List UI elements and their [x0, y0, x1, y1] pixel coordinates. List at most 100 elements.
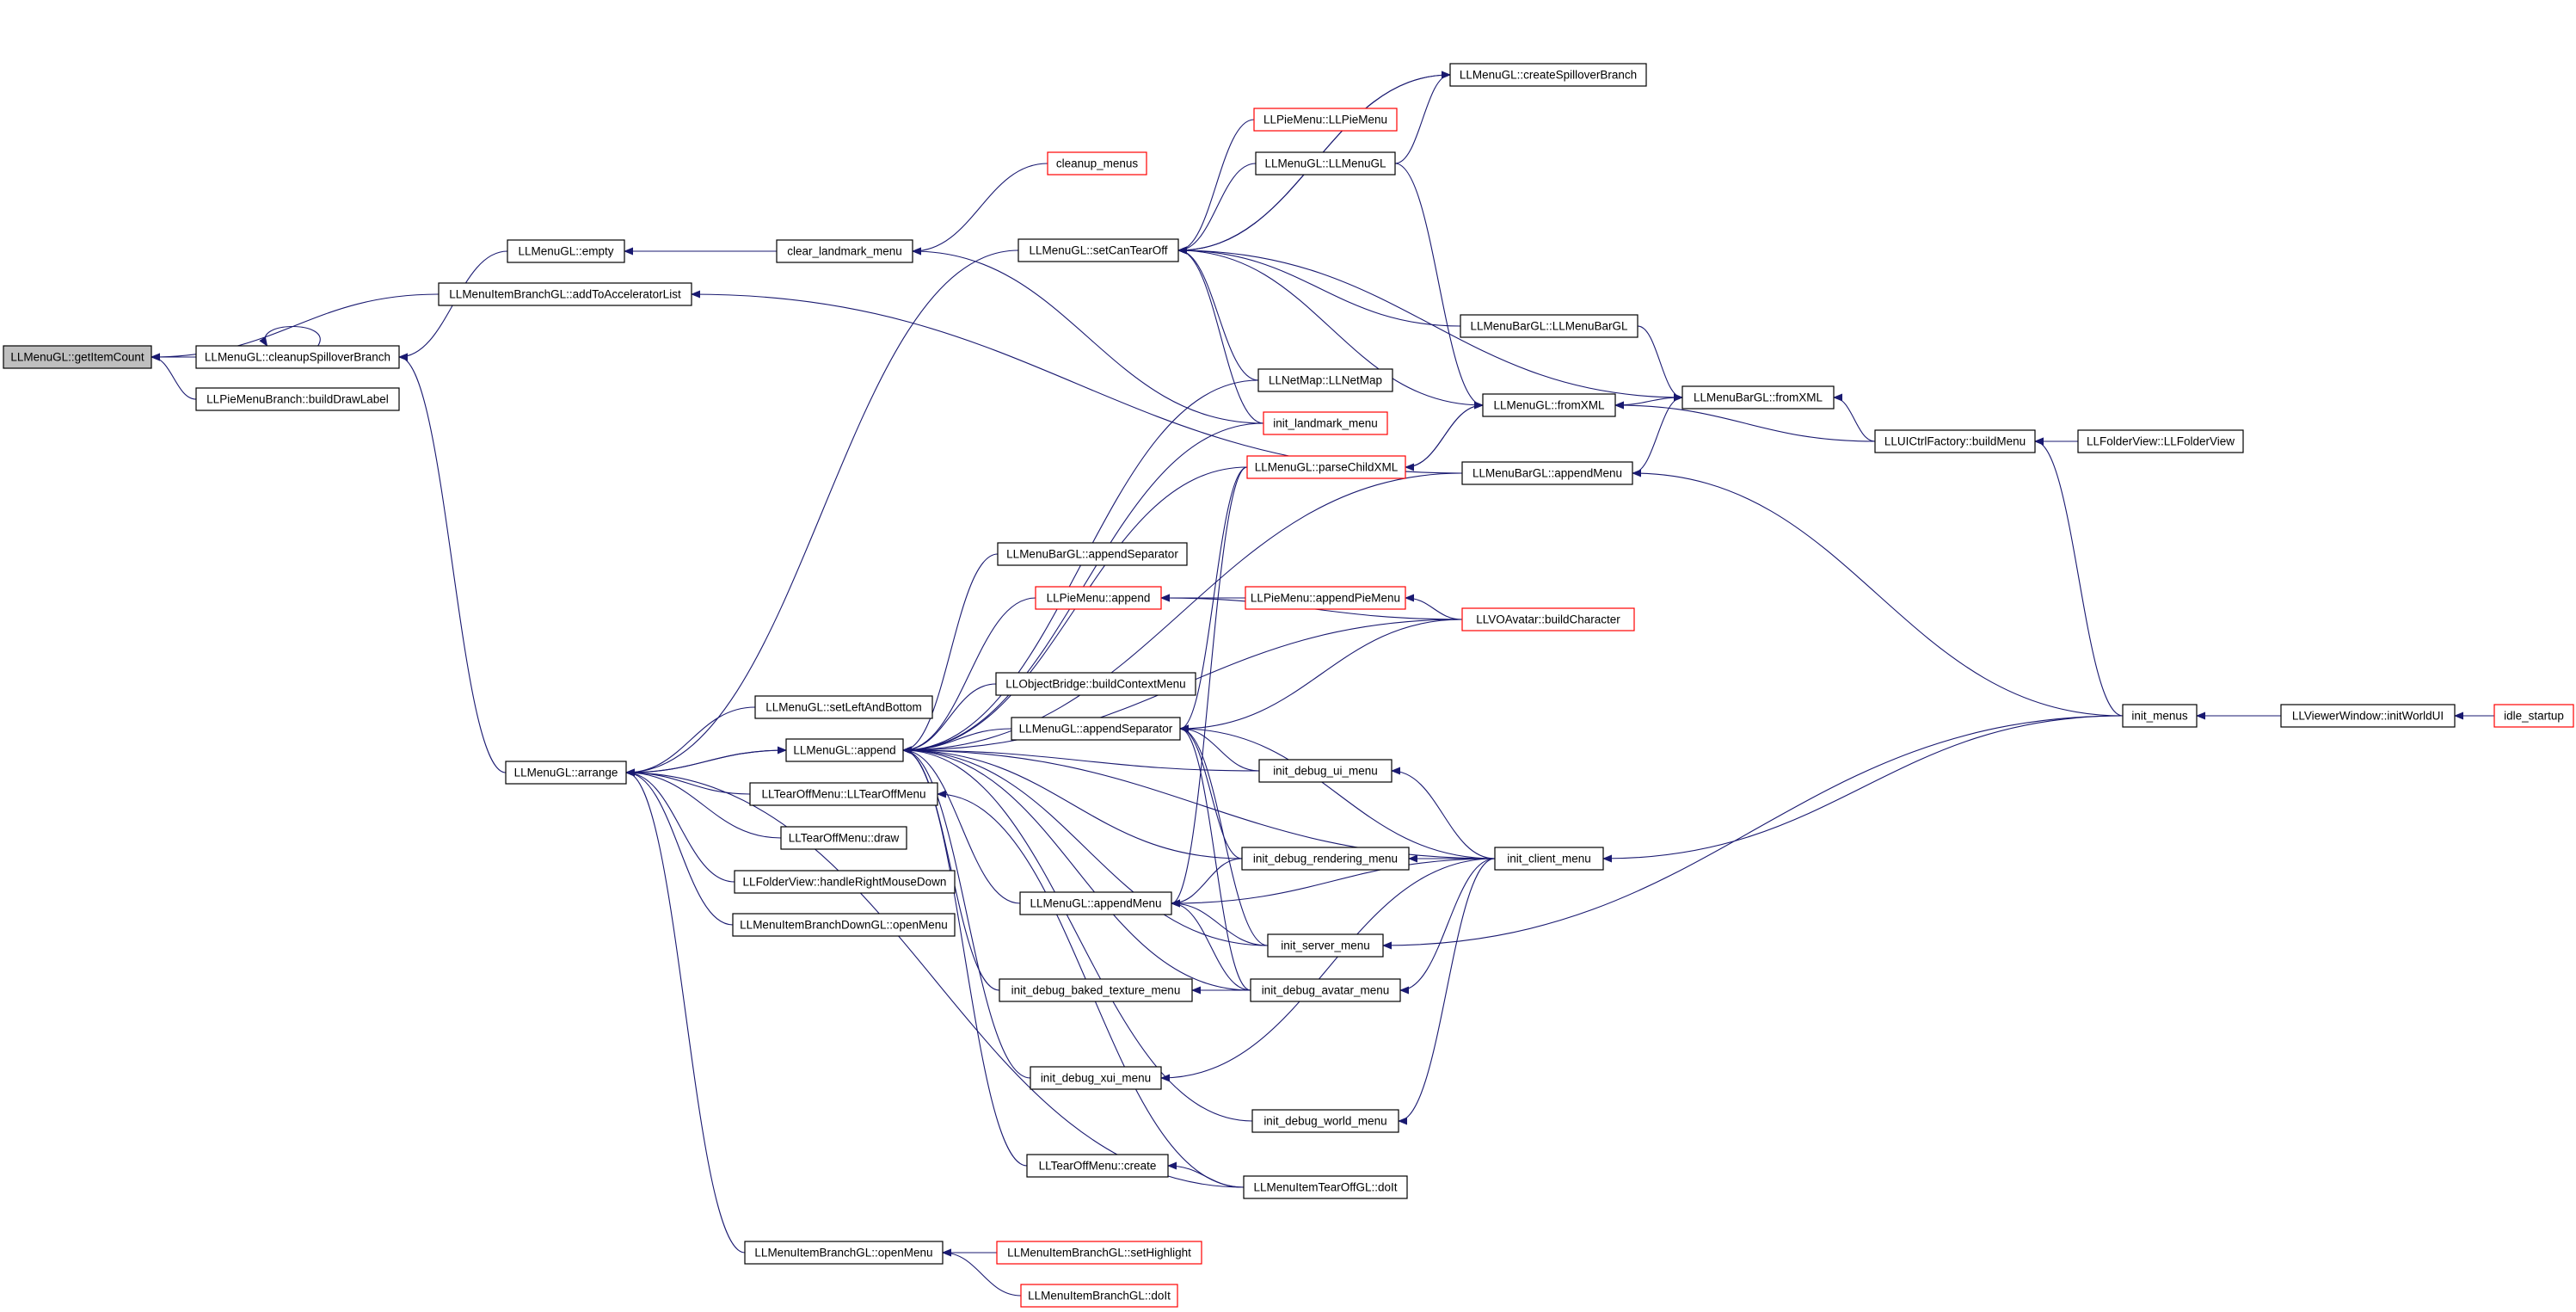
- node-buildCharacter[interactable]: LLVOAvatar::buildCharacter: [1461, 607, 1635, 631]
- node-init_debug_baked[interactable]: init_debug_baked_texture_menu: [999, 978, 1193, 1002]
- edge-line: [1391, 767, 1496, 859]
- node-tearoff_doIt[interactable]: LLMenuItemTearOffGL::doIt: [1243, 1175, 1408, 1199]
- node-box: [749, 782, 938, 806]
- edge-init_menus-to-init_server_menu: [1382, 715, 2124, 950]
- node-label: LLMenuBarGL::appendSeparator: [1006, 548, 1178, 561]
- edge-init_client_menu-to-init_debug_avatar: [1399, 858, 1496, 995]
- node-label: LLMenuGL::LLMenuGL: [1264, 157, 1386, 170]
- edge-appendSeparator-to-append: [902, 728, 1012, 755]
- node-createSpilloverBranch[interactable]: LLMenuGL::createSpilloverBranch: [1449, 63, 1647, 87]
- node-label: LLMenuGL::parseChildXML: [1255, 461, 1399, 474]
- node-init_debug_rendering[interactable]: init_debug_rendering_menu: [1241, 847, 1410, 871]
- node-label: LLMenuItemTearOffGL::doIt: [1253, 1181, 1397, 1194]
- edge-line: [1177, 163, 1257, 255]
- edge-line: [1179, 619, 1463, 733]
- node-label: LLObjectBridge::buildContextMenu: [1005, 678, 1185, 691]
- node-label: init_debug_avatar_menu: [1262, 984, 1390, 997]
- node-setHighlight[interactable]: LLMenuItemBranchGL::setHighlight: [996, 1241, 1202, 1265]
- node-box: [754, 695, 933, 719]
- node-bar_fromXML[interactable]: LLMenuBarGL::fromXML: [1681, 385, 1835, 410]
- node-appendSeparator[interactable]: LLMenuGL::appendSeparator: [1011, 717, 1181, 741]
- node-buildMenu[interactable]: LLUICtrlFactory::buildMenu: [1874, 429, 2036, 453]
- node-label: LLMenuGL::arrange: [514, 767, 618, 779]
- edge-buildContextMenu-to-append: [902, 683, 997, 755]
- node-initWorldUI[interactable]: LLViewerWindow::initWorldUI: [2280, 704, 2456, 728]
- node-buildDrawLabel[interactable]: LLPieMenuBranch::buildDrawLabel: [195, 387, 400, 411]
- node-label: LLMenuBarGL::LLMenuBarGL: [1470, 320, 1628, 333]
- node-init_debug_xui[interactable]: init_debug_xui_menu: [1030, 1066, 1162, 1090]
- node-fromXML[interactable]: LLMenuGL::fromXML: [1482, 393, 1616, 417]
- node-LLFolderView[interactable]: LLFolderView::LLFolderView: [2077, 429, 2244, 453]
- node-LLPieMenu_ctor[interactable]: LLPieMenu::LLPieMenu: [1253, 108, 1398, 132]
- node-tearoff_create[interactable]: LLTearOffMenu::create: [1026, 1154, 1169, 1178]
- node-label: init_landmark_menu: [1273, 417, 1378, 430]
- node-getItemCount[interactable]: LLMenuGL::getItemCount: [3, 345, 152, 369]
- edge-line: [1614, 397, 1683, 410]
- node-empty[interactable]: LLMenuGL::empty: [507, 239, 625, 263]
- node-cleanupSpilloverBranch[interactable]: LLMenuGL::cleanupSpilloverBranch: [195, 345, 400, 369]
- node-tearoff_draw[interactable]: LLTearOffMenu::draw: [780, 826, 907, 850]
- node-box: [1011, 717, 1181, 741]
- edge-init_server_menu-to-appendMenu: [1171, 899, 1269, 946]
- edge-tearoff_create-to-append: [902, 746, 1028, 1167]
- node-LLMenuGL_ctor[interactable]: LLMenuGL::LLMenuGL: [1255, 151, 1396, 176]
- node-LLTearOffMenu[interactable]: LLTearOffMenu::LLTearOffMenu: [749, 782, 938, 806]
- node-arrange[interactable]: LLMenuGL::arrange: [505, 761, 627, 785]
- node-setCanTearOff[interactable]: LLMenuGL::setCanTearOff: [1017, 238, 1179, 262]
- node-label: LLMenuItemBranchGL::doIt: [1028, 1290, 1171, 1303]
- node-label: LLMenuGL::empty: [518, 245, 613, 258]
- node-box: [2280, 704, 2456, 728]
- node-box: [438, 282, 692, 306]
- node-pie_append[interactable]: LLPieMenu::append: [1035, 586, 1162, 610]
- edge-line: [259, 325, 321, 347]
- node-cleanup_menus[interactable]: cleanup_menus: [1047, 151, 1147, 176]
- node-init_debug_ui[interactable]: init_debug_ui_menu: [1258, 759, 1393, 783]
- node-label: LLNetMap::LLNetMap: [1269, 374, 1382, 387]
- node-appendSeparator_bar[interactable]: LLMenuBarGL::appendSeparator: [997, 542, 1188, 566]
- node-buildContextMenu[interactable]: LLObjectBridge::buildContextMenu: [995, 672, 1196, 696]
- node-box: [2493, 704, 2574, 728]
- edge-init_client_menu-to-init_debug_world: [1398, 858, 1496, 1125]
- node-label: LLMenuItemBranchGL::openMenu: [754, 1247, 932, 1260]
- node-init_client_menu[interactable]: init_client_menu: [1494, 847, 1604, 871]
- node-clear_landmark_menu[interactable]: clear_landmark_menu: [776, 239, 913, 263]
- edge-line: [1171, 858, 1243, 908]
- edge-LLNetMap-to-setCanTearOff: [1177, 246, 1259, 381]
- node-box: [1030, 1066, 1162, 1090]
- node-init_debug_world[interactable]: init_debug_world_menu: [1251, 1109, 1399, 1133]
- edge-branch_doIt-to-branch_openMenu: [942, 1248, 1022, 1297]
- node-handleRightMouseDown[interactable]: LLFolderView::handleRightMouseDown: [734, 870, 956, 894]
- edge-buildMenu-to-bar_fromXML: [1833, 393, 1876, 442]
- node-branch_openMenu[interactable]: LLMenuItemBranchGL::openMenu: [744, 1241, 944, 1265]
- node-branch_doIt[interactable]: LLMenuItemBranchGL::doIt: [1020, 1284, 1178, 1308]
- node-init_menus[interactable]: init_menus: [2122, 704, 2198, 728]
- node-LLMenuBarGL_ctor[interactable]: LLMenuBarGL::LLMenuBarGL: [1460, 314, 1638, 338]
- edge-branchDown_openMenu-to-arrange: [625, 768, 734, 926]
- node-LLNetMap[interactable]: LLNetMap::LLNetMap: [1257, 368, 1393, 392]
- node-label: LLPieMenu::append: [1047, 592, 1151, 605]
- node-label: init_debug_baked_texture_menu: [1011, 984, 1181, 997]
- edge-init_menus-to-buildMenu: [2034, 437, 2124, 717]
- edge-line: [912, 247, 1264, 424]
- node-appendMenu[interactable]: LLMenuGL::appendMenu: [1019, 891, 1172, 915]
- node-box: [1246, 455, 1406, 479]
- node-idle_startup[interactable]: idle_startup: [2493, 704, 2574, 728]
- node-appendPieMenu[interactable]: LLPieMenu::appendPieMenu: [1245, 586, 1406, 610]
- edge-init_server_menu-to-append: [902, 746, 1269, 946]
- node-parseChildXML[interactable]: LLMenuGL::parseChildXML: [1246, 455, 1406, 479]
- edge-init_debug_rendering-to-appendMenu: [1171, 858, 1243, 908]
- edge-line: [1179, 724, 1260, 772]
- edge-parseChildXML-to-appendMenu: [1171, 466, 1248, 908]
- node-setLeftAndBottom[interactable]: LLMenuGL::setLeftAndBottom: [754, 695, 933, 719]
- node-label: init_menus: [2131, 710, 2188, 723]
- node-branchDown_openMenu[interactable]: LLMenuItemBranchDownGL::openMenu: [732, 913, 956, 937]
- node-addToAcceleratorList[interactable]: LLMenuItemBranchGL::addToAcceleratorList: [438, 282, 692, 306]
- edge-init_debug_ui-to-appendSeparator: [1179, 724, 1260, 772]
- node-init_debug_avatar[interactable]: init_debug_avatar_menu: [1250, 978, 1401, 1002]
- node-label: LLMenuBarGL::fromXML: [1694, 391, 1823, 404]
- node-append[interactable]: LLMenuGL::append: [785, 738, 904, 762]
- node-init_server_menu[interactable]: init_server_menu: [1267, 933, 1384, 958]
- node-init_landmark_menu[interactable]: init_landmark_menu: [1263, 411, 1388, 435]
- node-bar_appendMenu[interactable]: LLMenuBarGL::appendMenu: [1461, 461, 1633, 485]
